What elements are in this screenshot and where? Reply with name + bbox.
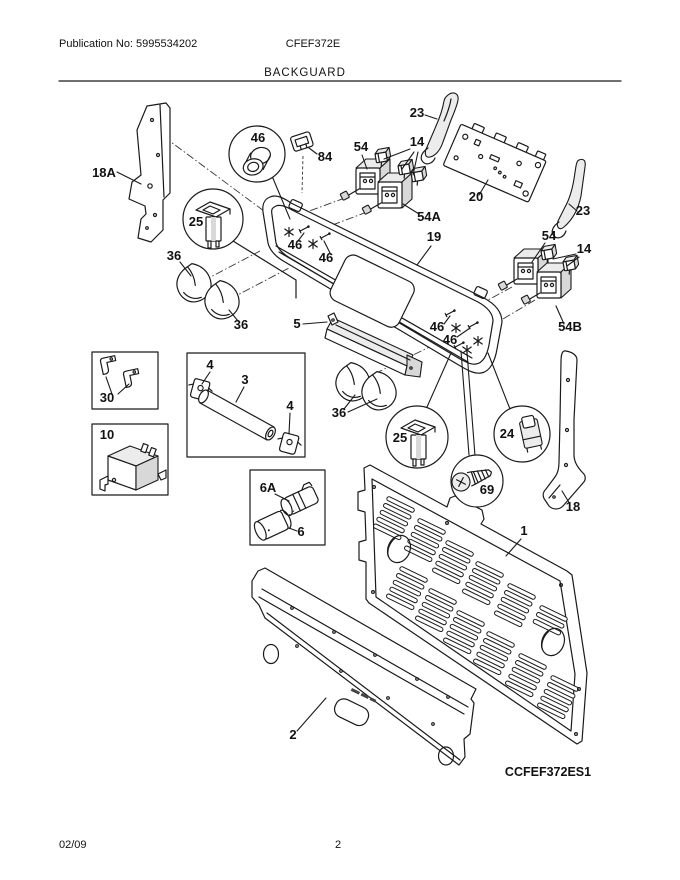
callout-3: 3 (241, 372, 248, 387)
callout-4-a: 4 (206, 357, 214, 372)
panel-end-flange-edge (232, 240, 297, 299)
callout-46-b: 46 (319, 250, 333, 265)
part-46-screws-left (284, 223, 333, 254)
part-18-side-bracket (542, 350, 586, 510)
part-6a-socket (280, 481, 319, 517)
callout-36-c: 36 (332, 405, 346, 420)
part-23-bracket-left (420, 92, 459, 165)
callout-5: 5 (293, 316, 300, 331)
callout-4-b: 4 (286, 398, 294, 413)
callout-36-b: 36 (234, 317, 248, 332)
callout-46-c: 46 (430, 319, 444, 334)
callout-36-a: 36 (167, 248, 181, 263)
footer-page-number: 2 (335, 839, 341, 851)
callout-6a: 6A (260, 480, 277, 495)
callout-46-a: 46 (288, 237, 302, 252)
callout-69: 69 (480, 482, 494, 497)
detail-circle-25-right (385, 405, 449, 469)
callout-54b: 54B (558, 319, 582, 334)
callout-2: 2 (289, 727, 296, 742)
callout-54-left: 54 (354, 139, 369, 154)
inset-box-3-4 (185, 352, 306, 458)
callout-25-right: 25 (393, 430, 407, 445)
drawing-code: CCFEF372ES1 (505, 765, 591, 779)
callout-labels: 18A 46 84 54 14 23 20 23 54A 19 54 14 25… (92, 105, 592, 742)
callout-23-left: 23 (410, 105, 424, 120)
page-header: Publication No: 5995534202 CFEF372E BACK… (58, 38, 622, 82)
section-title: BACKGUARD (264, 67, 346, 79)
part-18a-side-bracket (128, 102, 171, 243)
callout-54-right: 54 (542, 228, 557, 243)
callout-14-right: 14 (577, 241, 592, 256)
callout-6: 6 (297, 524, 304, 539)
footer-date: 02/09 (59, 839, 87, 851)
page-footer: 02/09 2 (59, 839, 341, 851)
part-2-lower-panel (251, 567, 477, 766)
callout-30: 30 (100, 390, 114, 405)
callout-46-top: 46 (251, 130, 265, 145)
part-23-bracket-right (551, 158, 586, 239)
part-5-trim-handle (324, 312, 423, 378)
publication-number: Publication No: 5995534202 (59, 38, 197, 50)
part-19-control-panel (232, 195, 503, 374)
callout-25-left: 25 (189, 214, 203, 229)
callout-24: 24 (500, 426, 515, 441)
part-84-clip (290, 131, 314, 152)
part-46-screws-right (443, 307, 483, 356)
inset-box-10 (91, 423, 169, 496)
detail-circle-69 (450, 454, 504, 508)
part-1-rear-panel (357, 464, 588, 745)
callout-10: 10 (100, 427, 114, 442)
part-6-bulb (253, 509, 292, 541)
detail-circle-46 (228, 125, 286, 183)
part-20-control-board (443, 122, 547, 203)
callout-20: 20 (469, 189, 483, 204)
callout-54a: 54A (417, 209, 441, 224)
panel-window-cutout (329, 254, 415, 328)
detail-circle-24 (493, 405, 551, 463)
callout-1: 1 (520, 523, 527, 538)
inset-box-6a-6 (249, 469, 326, 546)
callout-18a: 18A (92, 165, 116, 180)
callout-14-left: 14 (410, 134, 425, 149)
model-number: CFEF372E (286, 38, 340, 50)
detail-circle-25-left (182, 188, 244, 250)
callout-46-d: 46 (443, 332, 457, 347)
callout-84: 84 (318, 149, 333, 164)
inset-box-30 (91, 351, 159, 410)
callout-18: 18 (566, 499, 580, 514)
callout-23-right: 23 (576, 203, 590, 218)
callout-19: 19 (427, 229, 441, 244)
leader-lines (116, 114, 580, 732)
